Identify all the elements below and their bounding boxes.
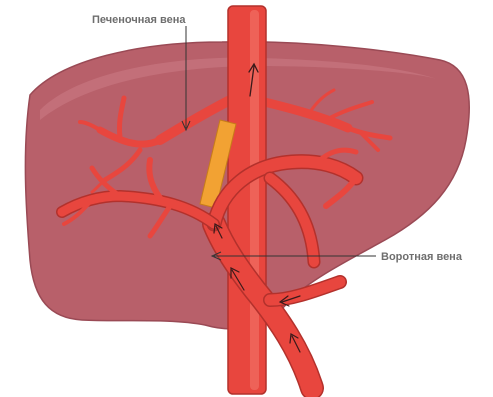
portal-vein-label: Воротная вена [381,251,463,263]
hepatic-vein-label: Печеночная вена [92,14,186,26]
inferior-vena-cava [228,6,266,394]
